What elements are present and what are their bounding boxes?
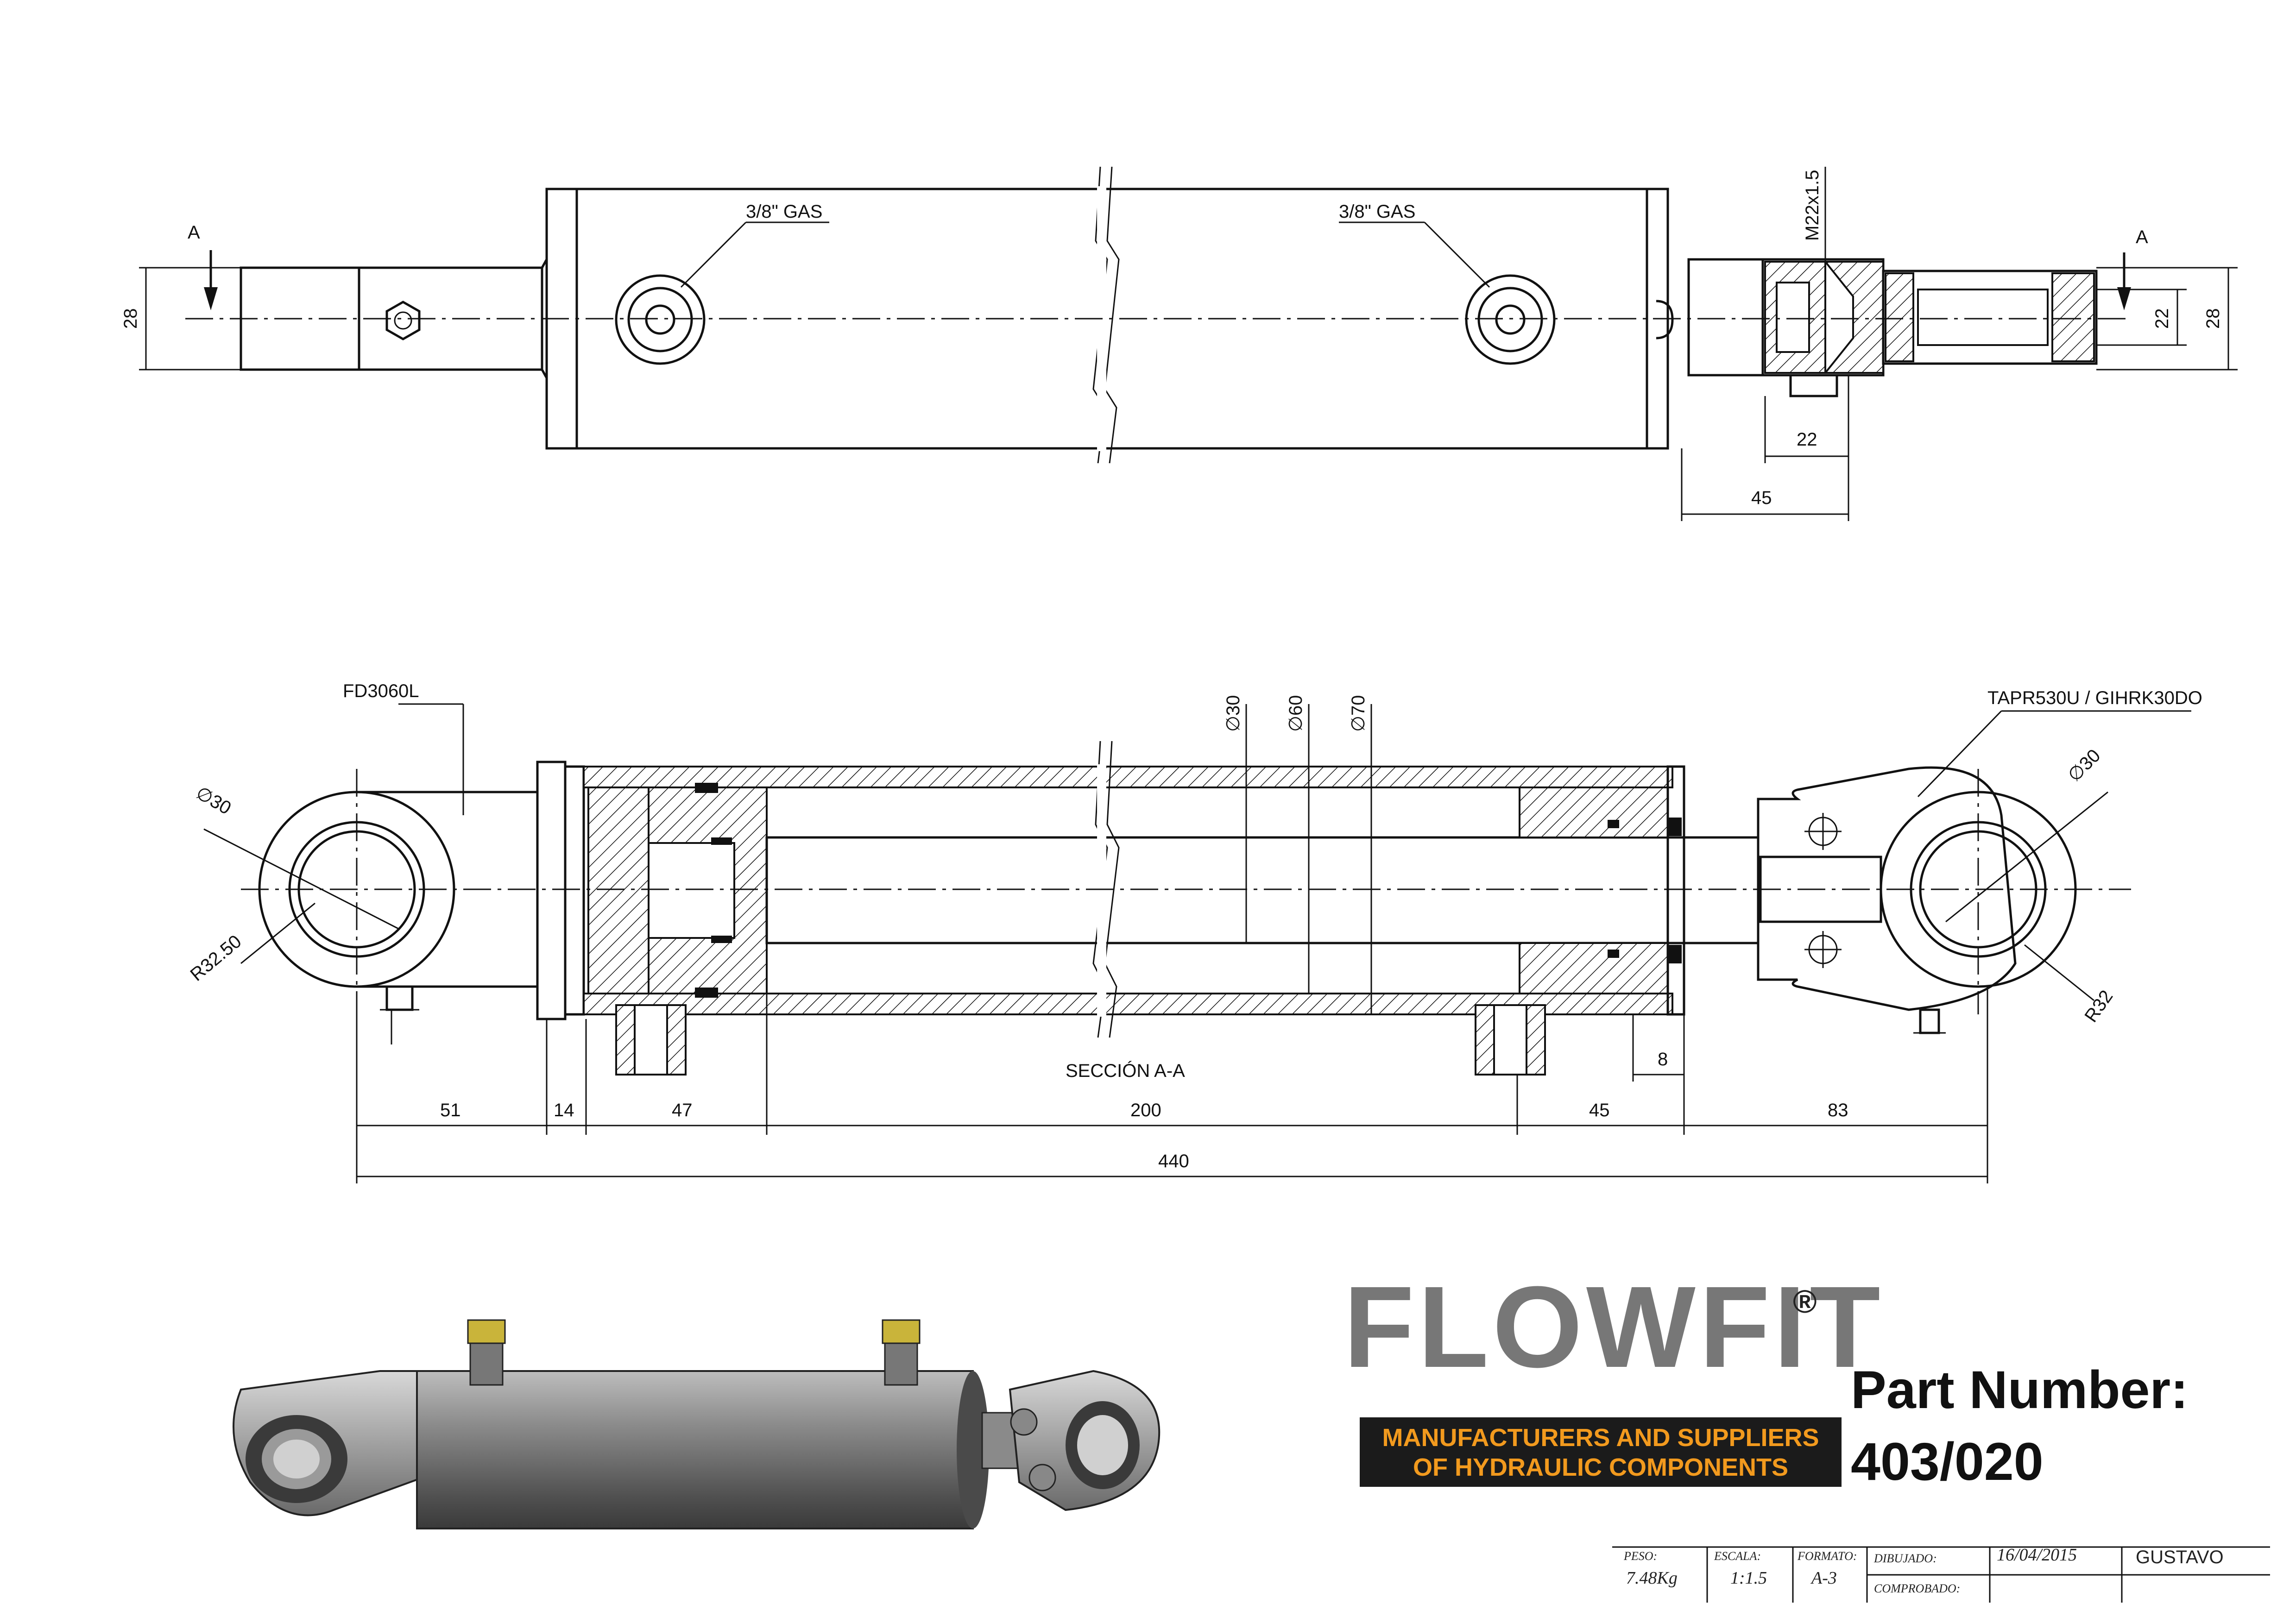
peso-label: PESO: xyxy=(1624,1549,1658,1563)
dim-bolt: 22 xyxy=(1797,429,1817,450)
dim-47: 47 xyxy=(672,1100,693,1120)
dia-bore-left: ∅30 xyxy=(193,783,235,819)
dim-200: 200 xyxy=(1130,1100,1161,1120)
brand-logo: FLOWFIT ® xyxy=(1344,1262,1884,1391)
peso-value: 7.48Kg xyxy=(1626,1568,1678,1588)
dim-51: 51 xyxy=(440,1100,461,1120)
tagline-line-2: OF HYDRAULIC COMPONENTS xyxy=(1413,1453,1788,1481)
port-right-label: 3/8" GAS xyxy=(1339,201,1415,222)
section-mark-left: A xyxy=(188,222,200,243)
dim-clevis-len: 45 xyxy=(1751,488,1772,508)
top-view: A A 3/8" GAS 3/8" GAS M22x1.5 28 22 28 2… xyxy=(120,166,2238,521)
formato-label: FORMATO: xyxy=(1798,1549,1857,1563)
dia-bore-right: ∅30 xyxy=(2064,745,2104,786)
thread-label: M22x1.5 xyxy=(1802,170,1823,241)
port-left-label: 3/8" GAS xyxy=(746,201,822,222)
dim-clevis-inner: 22 xyxy=(2152,308,2172,329)
section-title: SECCIÓN A-A xyxy=(1066,1060,1185,1081)
section-view: FD3060L TAPR530U / GIHRK30DO ∅30 ∅30 ∅30… xyxy=(187,681,2202,1183)
brand-tagline: MANUFACTURERS AND SUPPLIERS OF HYDRAULIC… xyxy=(1360,1417,1842,1487)
dibujado-date: 16/04/2015 xyxy=(1997,1545,2077,1565)
part-number-value: 403/020 xyxy=(1851,1432,2044,1491)
dim-total: 440 xyxy=(1158,1151,1189,1171)
radius-right: R32 xyxy=(2081,987,2117,1026)
dim-14: 14 xyxy=(554,1100,574,1120)
section-mark-right: A xyxy=(2136,227,2148,247)
dim-clevis-outer: 28 xyxy=(2203,308,2223,329)
dim-83: 83 xyxy=(1828,1100,1848,1120)
comprobado-label: COMPROBADO: xyxy=(1874,1582,1961,1595)
dia-tube: ∅70 xyxy=(1348,695,1369,732)
formato-value: A-3 xyxy=(1811,1568,1837,1588)
registered-mark: ® xyxy=(1793,1283,1817,1320)
dim-rod-height: 28 xyxy=(120,308,141,329)
title-block xyxy=(1612,1546,2270,1603)
cylinder-render xyxy=(233,1319,1161,1529)
dim-8: 8 xyxy=(1658,1049,1668,1069)
part-number-label: Part Number: xyxy=(1851,1360,2189,1420)
escala-value: 1:1.5 xyxy=(1730,1568,1767,1588)
part-right-label: TAPR530U / GIHRK30DO xyxy=(1987,688,2202,708)
dibujado-label: DIBUJADO: xyxy=(1874,1552,1937,1565)
dim-45: 45 xyxy=(1589,1100,1610,1120)
part-left-label: FD3060L xyxy=(343,681,419,701)
dia-rod: ∅30 xyxy=(1223,695,1243,732)
escala-label: ESCALA: xyxy=(1714,1549,1761,1563)
dia-piston: ∅60 xyxy=(1286,695,1306,732)
logo-text: FLOWFIT xyxy=(1344,1262,1884,1391)
radius-left: R32.50 xyxy=(187,931,246,985)
dibujado-name: GUSTAVO xyxy=(2136,1547,2224,1567)
tagline-line-1: MANUFACTURERS AND SUPPLIERS xyxy=(1382,1424,1819,1452)
